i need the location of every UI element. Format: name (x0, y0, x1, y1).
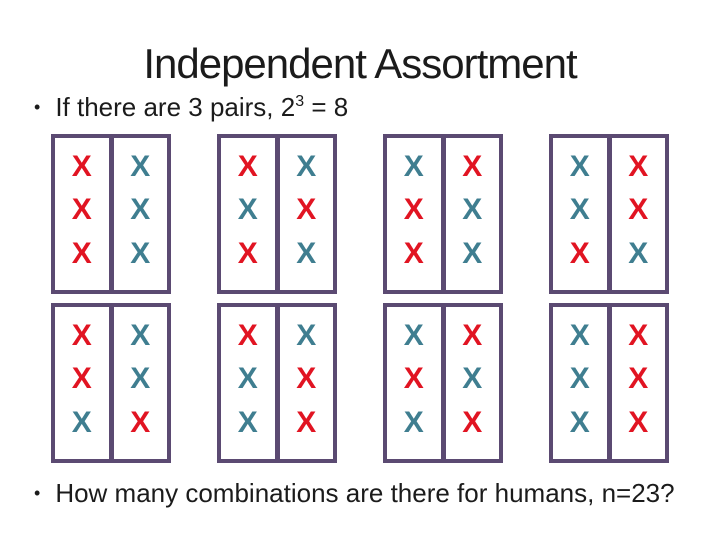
bullet-question-text: How many combinations are there for huma… (55, 478, 675, 508)
chromosome-x-teal: X (237, 193, 258, 226)
chromosome-x-red: X (71, 193, 92, 226)
chromosome-x-teal: X (130, 193, 151, 226)
chromosome-x-teal: X (130, 236, 151, 270)
chromosome-x-red: X (462, 318, 483, 352)
chromosome-x-red: X (403, 193, 424, 226)
chromosome-x-red: X (237, 149, 258, 183)
chromosome-x-teal: X (403, 318, 424, 352)
chromosome-x-red: X (628, 149, 649, 183)
chromosome-x-teal: X (628, 236, 649, 270)
bullet-intro-text: If there are 3 pairs, 23 = 8 (55, 92, 348, 123)
chromosome-x-teal: X (403, 149, 424, 183)
chromosome-x-red: X (628, 405, 649, 439)
chromosome-x-teal: X (462, 362, 483, 395)
page-title: Independent Assortment (143, 40, 577, 87)
chromosome-x-teal: X (237, 362, 258, 395)
chromosome-x-teal: X (71, 405, 92, 439)
chromosome-x-teal: X (569, 318, 590, 352)
chromosome-x-red: X (569, 236, 590, 270)
bullet-intro-prefix: If there are 3 pairs, 2 (55, 92, 296, 122)
chromosome-x-teal: X (569, 149, 590, 183)
chromosome-x-teal: X (296, 236, 317, 270)
chromosome-x-red: X (71, 236, 92, 270)
chromosome-x-teal: X (130, 362, 151, 395)
chromosome-x-teal: X (130, 318, 151, 352)
bullet-line-question: • How many combinations are there for hu… (34, 478, 675, 509)
chromosome-x-teal: X (296, 318, 317, 352)
chromosome-x-red: X (628, 193, 649, 226)
chromosome-x-teal: X (296, 149, 317, 183)
chromosome-x-teal: X (569, 362, 590, 395)
bullet-icon: • (34, 97, 41, 117)
chromosome-x-red: X (237, 236, 258, 270)
chromosome-x-red: X (628, 318, 649, 352)
chromosome-x-red: X (462, 149, 483, 183)
chromosome-x-teal: X (403, 405, 424, 439)
chromosome-x-red: X (71, 318, 92, 352)
chromosome-x-red: X (403, 236, 424, 270)
chromosome-x-red: X (130, 405, 151, 439)
chromosome-x-teal: X (130, 149, 151, 183)
chromosome-x-teal: X (462, 236, 483, 270)
chromosome-x-teal: X (462, 193, 483, 226)
bullet-intro-exponent: 3 (295, 93, 305, 110)
chromosome-x-red: X (71, 149, 92, 183)
chromosome-x-teal: X (569, 405, 590, 439)
chromosome-x-red: X (403, 362, 424, 395)
chromosome-x-teal: X (237, 405, 258, 439)
chromosome-x-red: X (296, 362, 317, 395)
chromosome-x-red: X (237, 318, 258, 352)
chromosome-x-red: X (71, 362, 92, 395)
chromosome-x-red: X (296, 193, 317, 226)
bullet-icon: • (34, 483, 41, 503)
chromosome-x-red: X (628, 362, 649, 395)
bullet-line-intro: • If there are 3 pairs, 23 = 8 (34, 92, 348, 123)
chromosome-x-teal: X (569, 193, 590, 226)
chromosome-x-red: X (462, 405, 483, 439)
bullet-intro-suffix: = 8 (304, 92, 349, 122)
chromosome-x-red: X (296, 405, 317, 439)
